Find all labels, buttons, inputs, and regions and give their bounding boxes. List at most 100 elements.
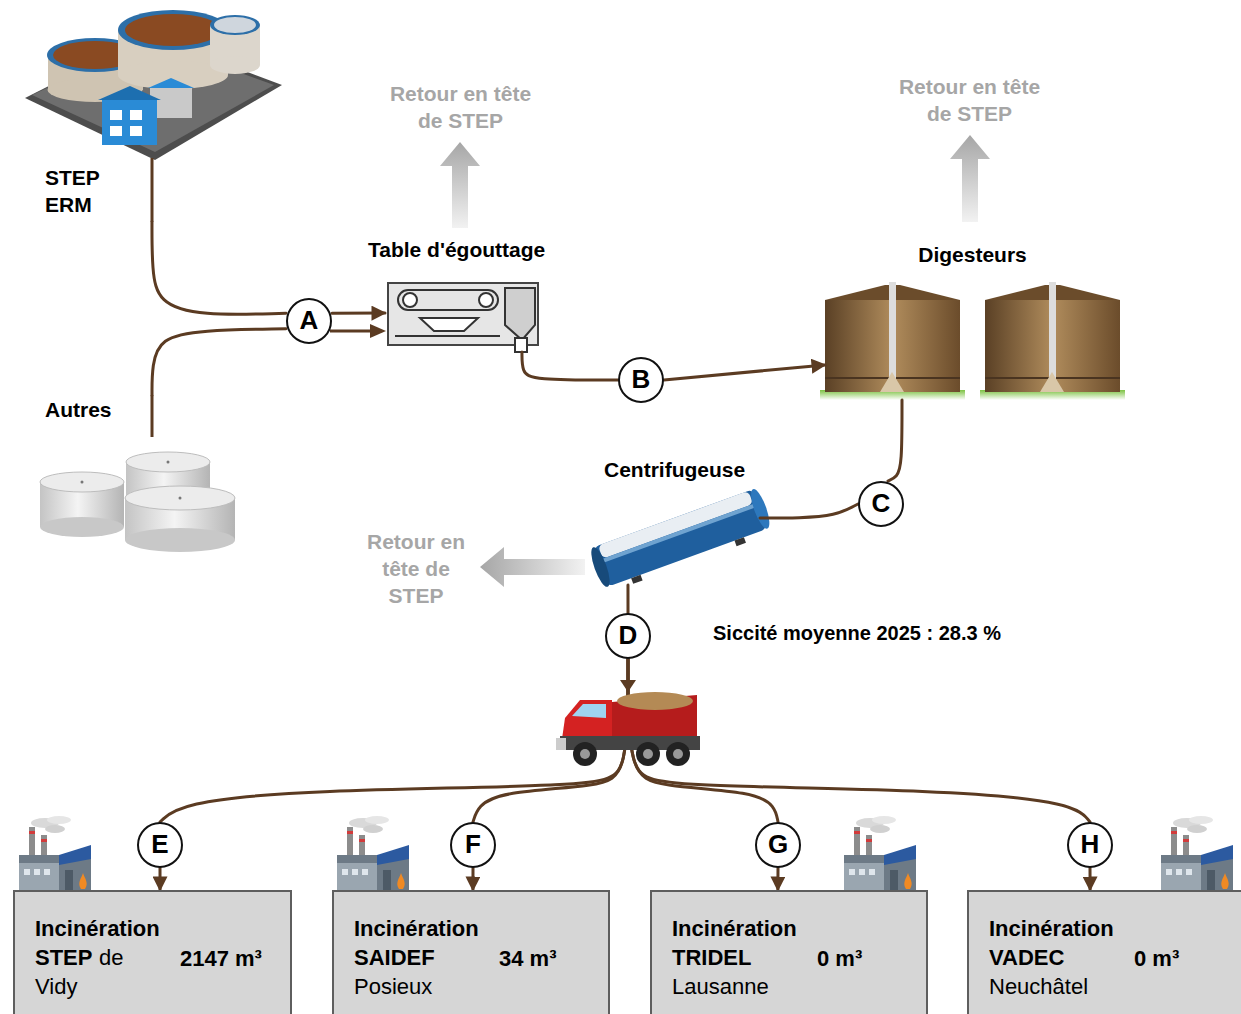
- illustration-part: [395, 335, 500, 337]
- callout-letter: E: [139, 824, 181, 865]
- illustration-part: [330, 330, 372, 333]
- callout-circle: D: [605, 613, 651, 659]
- illustration-part: [580, 749, 590, 759]
- illustration-part: [636, 742, 660, 766]
- return-note: Retour en tête de STEP: [383, 80, 538, 134]
- illustration-part: [515, 338, 527, 352]
- illustration-part: [598, 491, 753, 559]
- illustration-part: [126, 452, 210, 472]
- illustration-part: [643, 749, 653, 759]
- source-node: Autres: [38, 395, 238, 555]
- illustration-part: [573, 742, 597, 766]
- illustration-part: [148, 78, 194, 88]
- flow-connector: [776, 868, 779, 890]
- node-label: Digesteurs: [825, 241, 1120, 268]
- illustration-part: [950, 135, 990, 222]
- flow-connector: [888, 400, 902, 481]
- illustration-part: [337, 816, 409, 890]
- return-arrow: [440, 135, 990, 587]
- treatment-plant-picture: [25, 10, 282, 222]
- incineration-box: Incinération TRIDELLausanne0 m³: [650, 890, 928, 1014]
- return-note: Retour en tête de STEP: [360, 528, 472, 609]
- illustration-part: [370, 324, 386, 338]
- illustration-part: [889, 282, 896, 387]
- illustration-part: [130, 110, 142, 120]
- callout-circle: B: [618, 357, 664, 403]
- illustration-part: [603, 504, 755, 562]
- illustration-part: [179, 497, 182, 500]
- illustration-part: [420, 318, 478, 331]
- illustration-part: [588, 545, 614, 589]
- node-label: Table d'égouttage: [368, 236, 545, 263]
- callout-circle: G: [755, 822, 801, 868]
- illustration-part: [19, 816, 91, 890]
- illustration-part: [572, 704, 606, 718]
- illustration-part: [81, 481, 84, 484]
- machine-node: Digesteurs: [825, 283, 1120, 400]
- flow-connector: [664, 365, 825, 380]
- illustration-part: [440, 142, 480, 228]
- illustration-part: [505, 288, 535, 340]
- illustration-part: [388, 283, 538, 345]
- plant-location: de Vidy: [35, 943, 135, 1001]
- illustration-part: [735, 537, 746, 546]
- plant-location: Neuchâtel: [989, 972, 1139, 1001]
- machine-node: Table d'égouttage: [385, 280, 545, 352]
- centrifuge-picture: [588, 487, 775, 594]
- return-note: Retour en tête de STEP: [892, 73, 1047, 127]
- callout-letter: D: [607, 615, 649, 656]
- illustration-part: [210, 15, 260, 35]
- incineration-box: Incinération VADECNeuchâtel0 m³: [967, 890, 1241, 1014]
- callout-letter: B: [620, 359, 662, 400]
- callout-circle: A: [286, 298, 332, 344]
- node-label: STEP ERM: [45, 164, 107, 218]
- illustration-part: [480, 547, 585, 587]
- flow-connector: [626, 585, 629, 613]
- flow-connector: [760, 504, 858, 518]
- illustration-part: [167, 461, 170, 464]
- illustration-part: [125, 14, 221, 46]
- volume-value: 34 m³: [499, 944, 556, 973]
- illustration-part: [152, 222, 1090, 890]
- illustration-part: [210, 56, 260, 74]
- drainage-table-picture: [330, 283, 538, 352]
- illustration-part: [880, 372, 904, 392]
- illustration-part: [620, 680, 636, 692]
- plant-name: Incinération SAIDEF: [354, 914, 449, 972]
- flow-connector: [1089, 868, 1092, 890]
- plant-name: Incinération TRIDEL: [672, 914, 767, 972]
- dryness-note: Siccité moyenne 2025 : 28.3 %: [713, 620, 1001, 646]
- storage-tanks: [40, 395, 235, 552]
- plant-icons: [19, 816, 1233, 890]
- illustration-part: [151, 395, 154, 437]
- callout-letter: F: [452, 824, 494, 865]
- illustration-part: [110, 110, 122, 120]
- flow-connector: [332, 312, 385, 315]
- illustration-part: [593, 489, 767, 587]
- callout-circle: H: [1067, 822, 1113, 868]
- volume-value: 2147 m³: [180, 944, 262, 973]
- flow-connector: [152, 222, 286, 314]
- callout-letter: G: [757, 824, 799, 865]
- illustration-part: [125, 528, 235, 552]
- plant-location: Posieux: [354, 972, 504, 1001]
- flow-connector: [160, 659, 628, 822]
- illustration-part: [110, 126, 122, 136]
- callout-circle: C: [858, 481, 904, 527]
- illustration-part: [631, 575, 642, 584]
- illustration-part: [98, 86, 161, 100]
- plant-node: STEP ERM: [20, 0, 285, 222]
- machine-node: Centrifugeuse: [598, 490, 760, 585]
- callout-letter: H: [1069, 824, 1111, 865]
- illustration-part: [130, 126, 142, 136]
- illustration-part: [1040, 372, 1064, 392]
- incineration-box: Incinération SAIDEFPosieux34 m³: [332, 890, 610, 1014]
- illustration-part: [617, 692, 693, 710]
- truck-picture: [556, 680, 700, 766]
- callout-letter: C: [860, 483, 902, 524]
- node-label: Autres: [45, 396, 112, 423]
